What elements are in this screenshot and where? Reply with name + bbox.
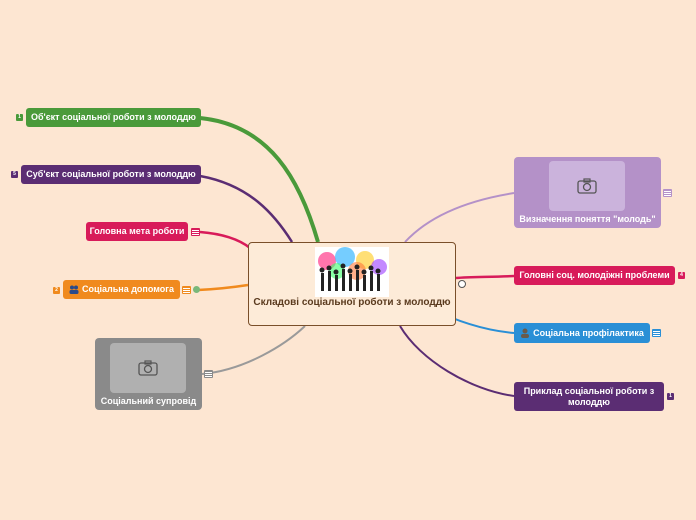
badge-subject: 5 — [11, 171, 18, 178]
topic-prevention[interactable]: Соціальна профілактика — [514, 323, 650, 343]
central-title: Складові соціальної роботи з молоддю — [253, 297, 451, 308]
topic-example[interactable]: Приклад соціальної роботи з молоддю — [514, 382, 664, 411]
topic-support[interactable]: Соціальний супровід — [95, 338, 202, 410]
topic-object[interactable]: Об'єкт соціальної роботи з молоддю — [26, 108, 201, 127]
link-support — [201, 325, 306, 375]
badge-help: 2 — [53, 287, 60, 294]
note-icon[interactable] — [191, 228, 200, 236]
topic-definition-label: Визначення поняття "молодь" — [519, 214, 656, 224]
topic-subject-label: Суб'єкт соціальної роботи з молоддю — [26, 169, 196, 179]
topic-problems-label: Головні соц. молодіжні проблеми — [519, 270, 670, 280]
badge-example: 1 — [667, 393, 674, 400]
note-icon[interactable] — [204, 370, 213, 378]
topic-definition[interactable]: Визначення поняття "молодь" — [514, 157, 661, 228]
camera-icon — [549, 161, 625, 211]
link-example — [399, 325, 515, 397]
link-problems — [455, 274, 515, 280]
badge-object: 1 — [16, 114, 23, 121]
topic-support-label: Соціальний супровід — [100, 396, 197, 406]
link-goal — [199, 230, 251, 249]
topic-help[interactable]: Соціальна допомога — [63, 280, 180, 299]
link-object — [199, 116, 320, 243]
topic-subject[interactable]: Суб'єкт соціальної роботи з молоддю — [21, 165, 201, 184]
topic-goal[interactable]: Головна мета роботи — [86, 222, 188, 241]
topic-example-label: Приклад соціальної роботи з молоддю — [523, 385, 655, 407]
topic-problems[interactable]: Головні соц. молодіжні проблеми — [514, 266, 675, 285]
link-help — [197, 283, 249, 292]
note-icon[interactable] — [652, 329, 661, 337]
person-icon — [520, 328, 530, 338]
link-definition — [404, 192, 515, 243]
central-topic[interactable]: Складові соціальної роботи з молоддю — [248, 242, 456, 326]
note-icon[interactable] — [182, 286, 191, 294]
dancing-crowd-image — [315, 247, 389, 297]
topic-help-label: Соціальна допомога — [81, 284, 175, 294]
note-icon[interactable] — [663, 189, 672, 197]
badge-problems: 4 — [678, 272, 685, 279]
link-subject — [199, 174, 294, 243]
collapse-toggle-icon[interactable] — [458, 280, 466, 288]
topic-prevention-label: Соціальна профілактика — [533, 327, 644, 338]
topic-goal-label: Головна мета роботи — [89, 226, 185, 236]
camera-icon — [110, 343, 186, 393]
topic-object-label: Об'єкт соціальної роботи з молоддю — [31, 112, 196, 122]
link-icon[interactable] — [193, 286, 200, 293]
people-icon — [69, 285, 79, 294]
